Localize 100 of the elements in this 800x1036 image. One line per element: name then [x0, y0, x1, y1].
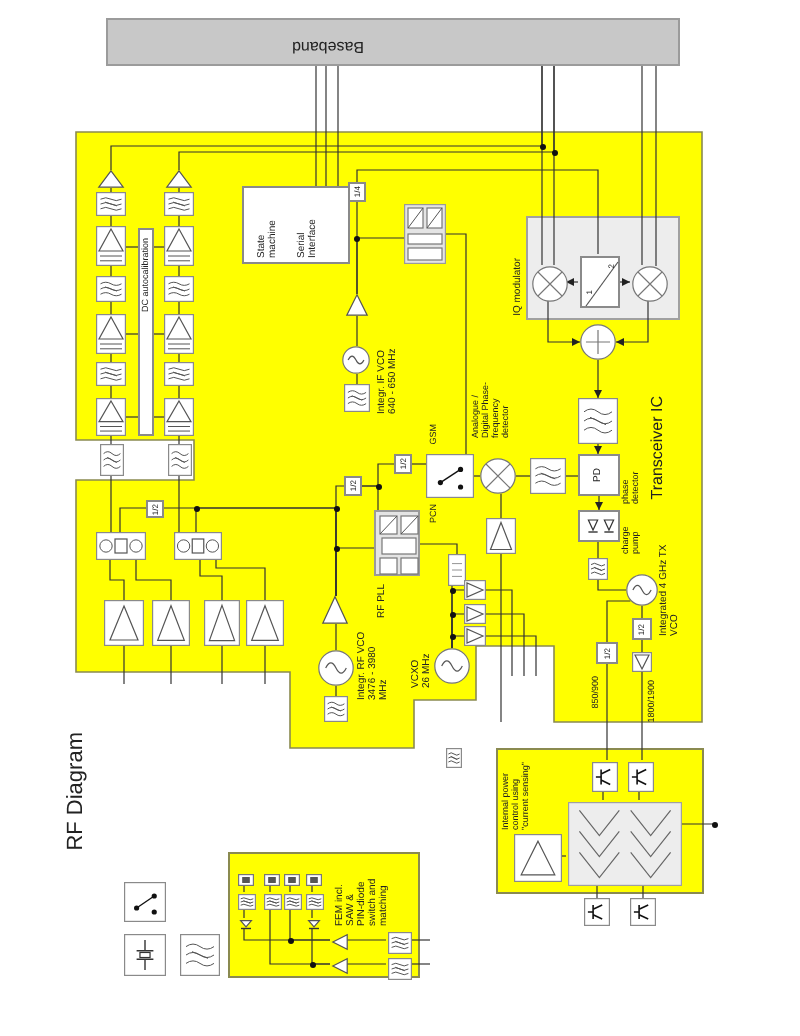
oscillator-circle [626, 574, 658, 606]
amplifier-box [96, 398, 126, 436]
signal-line [345, 939, 387, 941]
signal-line [559, 855, 567, 857]
signal-line [243, 907, 245, 919]
amplifier-box [164, 226, 194, 266]
diode-symbol [308, 920, 320, 930]
signal-line [565, 475, 579, 477]
diagram-title: RF Diagram [64, 732, 89, 851]
signal-line [356, 169, 599, 255]
signal-line [178, 265, 180, 277]
signal-line [119, 507, 147, 533]
signal-arrow [617, 278, 631, 286]
signal-line [602, 789, 604, 801]
transistor-box [630, 898, 656, 926]
filter-box [100, 444, 124, 476]
signal-line [641, 605, 643, 619]
signal-line [110, 215, 112, 227]
signal-line [170, 645, 172, 685]
signal-line [679, 823, 715, 825]
amplifier-box [514, 834, 562, 882]
filter-box [388, 958, 412, 980]
signal-line [597, 541, 599, 559]
signal-line [110, 353, 112, 363]
amplifier-box [164, 398, 194, 436]
mixer-circle [632, 266, 668, 302]
circuit-block [404, 204, 446, 264]
amplifier-triangle [332, 934, 348, 950]
amplifier-box [632, 652, 652, 672]
signal-line [409, 939, 431, 941]
signal-line [311, 883, 313, 893]
filter-box [344, 384, 370, 412]
transistor-box [584, 898, 610, 926]
circuit-block [448, 554, 466, 586]
signal-line [311, 907, 313, 919]
signal-line [409, 963, 431, 965]
signal-line [642, 883, 644, 899]
power-amplifier-module-block [496, 748, 704, 894]
signal-line [345, 963, 387, 965]
signal-arrow [594, 359, 602, 399]
amplifier-stage-box [568, 802, 682, 886]
detector-box [578, 454, 620, 496]
signal-line [178, 475, 180, 533]
signal-line [356, 373, 358, 385]
circuit-block [96, 532, 146, 560]
signal-line [289, 907, 331, 941]
signal-line [110, 65, 543, 171]
signal-line [641, 65, 643, 266]
signal-line [335, 623, 337, 651]
signal-line [638, 789, 640, 801]
pll-box [374, 510, 420, 576]
calibration-bar [138, 228, 154, 436]
filter-box [164, 362, 194, 386]
baseband-bar [106, 18, 680, 66]
signal-line [153, 416, 165, 418]
connector-box [306, 874, 322, 886]
signal-line [195, 507, 337, 597]
signal-line [178, 215, 180, 227]
control-box [242, 186, 350, 264]
signal-line [419, 543, 458, 555]
amplifier-box [486, 518, 516, 554]
signal-line [311, 927, 331, 965]
signal-line [315, 65, 317, 187]
signal-line [123, 645, 125, 685]
filter-box [388, 932, 412, 954]
mixer-circle [480, 458, 516, 494]
connector-box [238, 874, 254, 886]
signal-line [356, 237, 405, 295]
filter-box [96, 362, 126, 386]
signal-line [110, 385, 112, 399]
signal-line [500, 493, 502, 519]
signal-line [125, 416, 139, 418]
signal-line [641, 639, 643, 653]
amplifier-triangle [166, 170, 192, 188]
signal-line [178, 435, 180, 445]
filter-box [324, 696, 348, 722]
signal-line [411, 463, 427, 465]
signal-line [597, 579, 627, 591]
filter-box [164, 192, 194, 216]
signal-line [110, 435, 112, 445]
connector-box [264, 874, 280, 886]
transistor-box [628, 762, 654, 792]
signal-arrow [547, 299, 581, 346]
signal-line [641, 671, 643, 761]
signal-line [500, 553, 502, 723]
block-title: Transceiver IC [650, 396, 668, 500]
amplifier-triangle [322, 596, 348, 624]
signal-line [335, 685, 337, 697]
signal-line [473, 475, 481, 477]
signal-line [153, 333, 165, 335]
switch-box [426, 454, 474, 498]
amplifier-box [164, 314, 194, 354]
signal-line [153, 246, 165, 248]
signal-line [606, 600, 631, 643]
signal-line [596, 883, 598, 899]
signal-line [125, 246, 139, 248]
signal-line [264, 645, 266, 685]
signal-arrow [594, 443, 602, 455]
amplifier-box [464, 604, 486, 624]
signal-line [655, 65, 657, 267]
